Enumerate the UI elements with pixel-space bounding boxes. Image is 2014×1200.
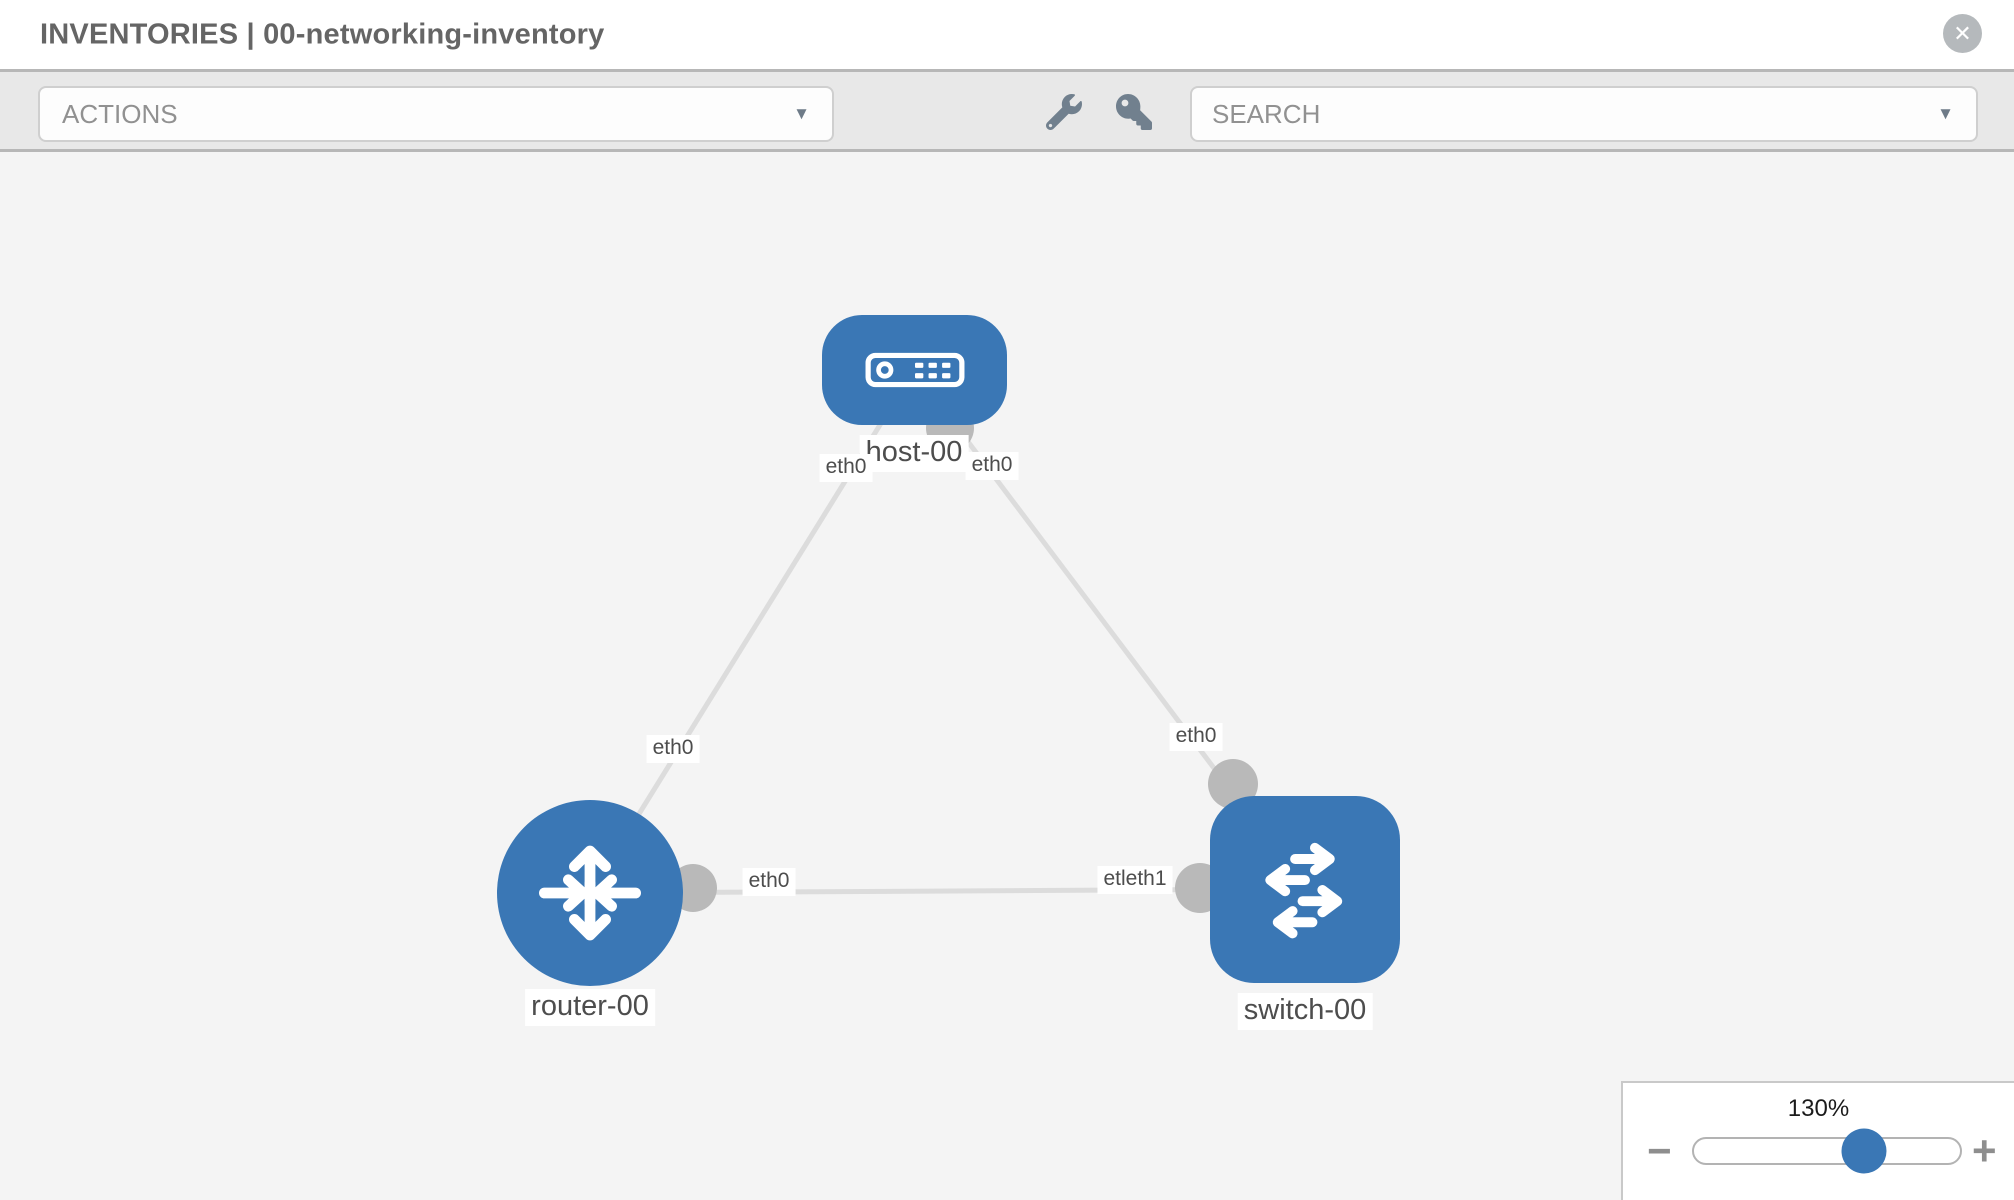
- toolbar: ACTIONS ▼ ▼: [0, 72, 2014, 152]
- node-label-host: host-00: [859, 435, 969, 472]
- node-switch[interactable]: [1210, 796, 1400, 983]
- wrench-icon[interactable]: [1045, 94, 1082, 131]
- close-glyph: ✕: [1953, 20, 1972, 46]
- close-icon[interactable]: ✕: [1943, 14, 1982, 53]
- zoom-slider-thumb[interactable]: [1841, 1128, 1887, 1174]
- interface-label: eth0: [742, 868, 796, 896]
- interface-label: eth0: [965, 452, 1019, 480]
- key-icon[interactable]: [1116, 94, 1152, 130]
- interface-label: etleth1: [1097, 866, 1173, 894]
- zoom-level-label: 130%: [1787, 1095, 1850, 1122]
- page-title: INVENTORIES | 00-networking-inventory: [40, 18, 605, 50]
- zoom-panel: 130% − +: [1621, 1081, 2014, 1200]
- chevron-down-icon: ▼: [793, 104, 810, 123]
- interface-label: eth0: [819, 454, 873, 482]
- router-arrows-icon: [539, 845, 641, 941]
- topology-canvas[interactable]: host-00 router-00 switch-00 eth0 eth0 et…: [0, 152, 2014, 1200]
- zoom-slider[interactable]: [1692, 1128, 1962, 1174]
- node-router[interactable]: [497, 800, 683, 986]
- header: INVENTORIES | 00-networking-inventory ✕: [0, 0, 2014, 72]
- search-input[interactable]: [1192, 88, 1976, 140]
- switch-arrows-icon: [1265, 842, 1343, 938]
- actions-dropdown-label: ACTIONS: [62, 98, 178, 129]
- node-label-router: router-00: [525, 989, 655, 1026]
- chevron-down-icon: ▼: [1937, 104, 1954, 123]
- links-layer: [587, 368, 1307, 913]
- search-dropdown[interactable]: ▼: [1190, 86, 1978, 142]
- host-device-icon: [865, 352, 964, 388]
- zoom-controls: − +: [1623, 1127, 2014, 1175]
- node-host[interactable]: [822, 315, 1007, 425]
- zoom-out-button[interactable]: −: [1647, 1127, 1672, 1174]
- interface-label: eth0: [1169, 723, 1223, 751]
- actions-dropdown[interactable]: ACTIONS ▼: [38, 86, 834, 142]
- zoom-in-button[interactable]: +: [1972, 1127, 1997, 1174]
- node-label-switch: switch-00: [1237, 993, 1373, 1030]
- interface-label: eth0: [646, 735, 700, 763]
